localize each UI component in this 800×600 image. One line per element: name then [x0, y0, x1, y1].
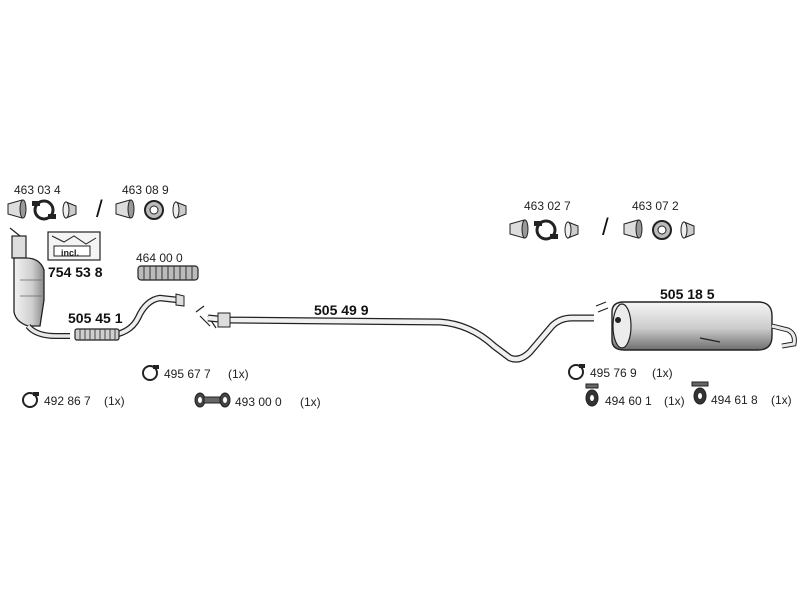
qty-495769: (1x): [652, 366, 673, 380]
qty-493000: (1x): [300, 395, 321, 409]
separator-slash-right: /: [602, 214, 609, 241]
rubber-mount-icon-493000[interactable]: [194, 392, 231, 408]
part-label-505499: 505 49 9: [314, 302, 369, 318]
middle-pipe[interactable]: [195, 305, 594, 363]
separator-slash: /: [96, 196, 103, 223]
clamp-icon-495677[interactable]: [142, 365, 159, 381]
rubber-mount-icon-494618[interactable]: [691, 381, 709, 405]
part-label-505451: 505 45 1: [68, 310, 123, 326]
rubber-mount-icon-494601[interactable]: [585, 383, 599, 407]
part-label-505185: 505 18 5: [660, 286, 715, 302]
part-label-464000: 464 00 0: [136, 251, 183, 265]
part-label-492867: 492 86 7: [44, 394, 91, 408]
part-label-494618: 494 61 8: [711, 393, 758, 407]
flex-hose-464000[interactable]: [137, 265, 199, 281]
clamp-set-463034[interactable]: [7, 199, 77, 221]
part-label-463072: 463 07 2: [632, 199, 679, 213]
qty-492867: (1x): [104, 394, 125, 408]
part-label-463089: 463 08 9: [122, 183, 169, 197]
part-label-463027: 463 02 7: [524, 199, 571, 213]
part-label-463034: 463 03 4: [14, 183, 61, 197]
clamp-set-463089[interactable]: [115, 199, 187, 220]
mounting-kit-box[interactable]: [47, 231, 101, 261]
rear-silencer[interactable]: [595, 301, 797, 351]
clamp-icon-495769[interactable]: [568, 364, 585, 380]
catalytic-converter[interactable]: [9, 227, 70, 339]
qty-494618: (1x): [771, 393, 792, 407]
qty-494601: (1x): [664, 394, 685, 408]
front-pipe[interactable]: [74, 293, 185, 341]
clamp-set-463072[interactable]: [623, 219, 695, 240]
qty-495677: (1x): [228, 367, 249, 381]
incl-label: incl.: [61, 248, 80, 258]
part-label-494601: 494 60 1: [605, 394, 652, 408]
part-label-493000: 493 00 0: [235, 395, 282, 409]
part-label-754538: 754 53 8: [48, 264, 103, 280]
clamp-set-463027[interactable]: [509, 219, 579, 241]
part-label-495677: 495 67 7: [164, 367, 211, 381]
part-label-495769: 495 76 9: [590, 366, 637, 380]
clamp-icon-492867[interactable]: [22, 392, 39, 408]
